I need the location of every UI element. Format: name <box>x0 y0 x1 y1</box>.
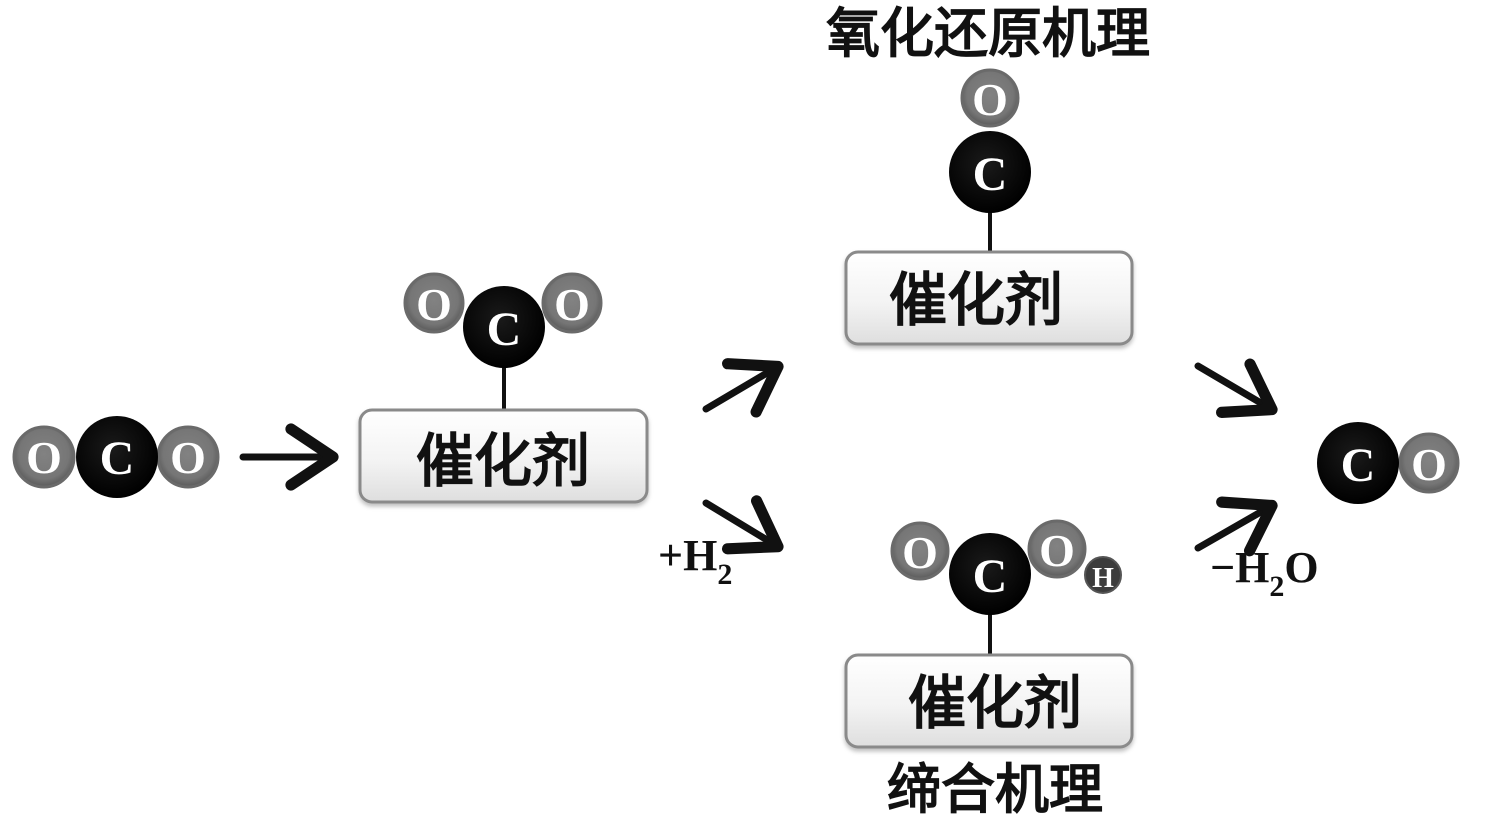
oxygen-label: O <box>170 432 206 483</box>
oxygen-atom <box>890 521 950 581</box>
oxygen-atom <box>1027 519 1087 579</box>
redox-intermediate-group: O C 催化剂 <box>844 68 1134 346</box>
oxygen-atom <box>960 68 1020 128</box>
hydrogen-atom <box>1084 556 1122 594</box>
adsorbed-co2-group: O C O 催化剂 <box>358 272 649 504</box>
oxygen-label: O <box>902 527 938 578</box>
catalyst-label: 催化剂 <box>908 669 1082 737</box>
catalyst-label: 催化剂 <box>416 427 590 495</box>
oxygen-label: O <box>416 279 452 330</box>
add-h2-sign: + <box>658 531 683 580</box>
carbon-atom <box>463 286 545 368</box>
catalyst-label: 催化剂 <box>889 266 1063 334</box>
remove-h2o-label: −H2O <box>1210 543 1319 603</box>
carbon-label: C <box>973 550 1008 603</box>
arrow-down-right-icon <box>702 495 784 555</box>
redox-mechanism-title: 氧化还原机理 <box>826 1 1150 65</box>
oxygen-atom <box>12 425 76 489</box>
product-co-molecule: C O <box>1317 422 1460 504</box>
oxygen-atom <box>403 272 465 334</box>
hydrogen-label: H <box>1092 563 1114 594</box>
association-intermediate-group: O C O H 催化剂 <box>844 519 1134 749</box>
remove-h2o-tail: O <box>1284 543 1318 592</box>
add-h2-element: H <box>683 531 717 580</box>
arrow-up-right-icon <box>1194 496 1278 557</box>
carbon-label: C <box>100 432 135 485</box>
add-h2-subscript: 2 <box>717 558 732 591</box>
carbon-atom <box>949 131 1031 213</box>
oxygen-label: O <box>1411 439 1447 490</box>
catalyst-box <box>358 408 649 504</box>
add-h2-label: +H2 <box>658 531 732 591</box>
oxygen-atom <box>1398 432 1460 494</box>
oxygen-label: O <box>26 432 62 483</box>
carbon-label: C <box>973 148 1008 201</box>
carbon-atom <box>1317 422 1399 504</box>
remove-h2o-element: H <box>1235 543 1269 592</box>
remove-h2o-sign: − <box>1210 543 1235 592</box>
arrow-up-right-icon <box>702 358 784 418</box>
oxygen-atom <box>541 272 603 334</box>
carbon-label: C <box>487 303 522 356</box>
oxygen-label: O <box>972 74 1008 125</box>
arrow-down-right-icon <box>1194 358 1278 418</box>
reactant-co2-molecule: O C O <box>12 416 220 498</box>
oxygen-label: O <box>1039 525 1075 576</box>
carbon-atom <box>76 416 158 498</box>
association-mechanism-title: 缔合机理 <box>887 757 1103 821</box>
catalyst-box <box>844 653 1134 749</box>
carbon-label: C <box>1341 439 1376 492</box>
oxygen-label: O <box>554 279 590 330</box>
remove-h2o-subscript: 2 <box>1269 570 1284 603</box>
carbon-atom <box>949 533 1031 615</box>
catalyst-box <box>844 250 1134 346</box>
